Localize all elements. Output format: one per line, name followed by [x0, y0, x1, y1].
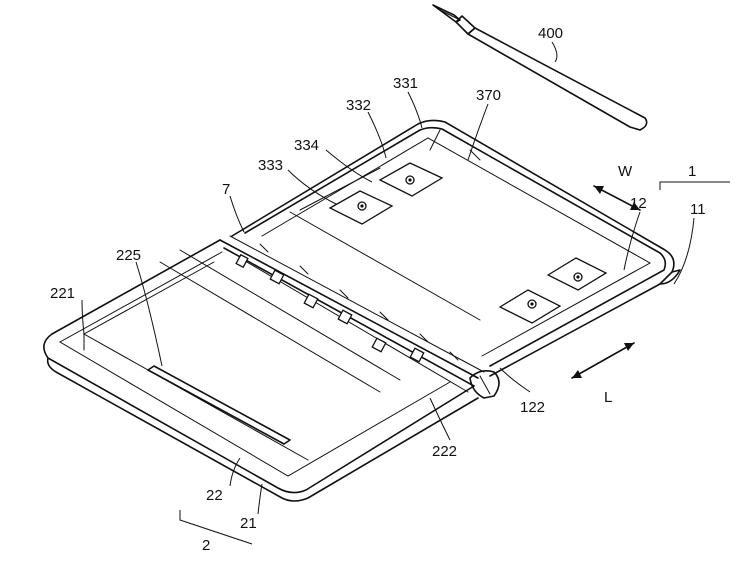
- label-l: L: [604, 389, 612, 406]
- l-direction-arrow: [571, 342, 635, 379]
- label-333: 333: [258, 157, 283, 174]
- label-221: 221: [50, 285, 75, 302]
- label-w: W: [618, 163, 633, 180]
- pad-right-upper: [546, 257, 608, 291]
- leader-lines: [81, 41, 730, 545]
- label-122: 122: [520, 399, 545, 416]
- lower-panel: [43, 239, 479, 502]
- stylus-pen: [432, 4, 648, 131]
- label-332: 332: [346, 97, 371, 114]
- hinge: [219, 235, 500, 399]
- label-12: 12: [630, 195, 647, 212]
- label-2: 2: [202, 537, 210, 554]
- pad-right-lower: [498, 289, 562, 324]
- pad-333: [328, 190, 394, 225]
- label-370: 370: [476, 87, 501, 104]
- upper-panel: [231, 119, 681, 377]
- w-direction-arrow: [593, 185, 641, 211]
- pad-334: [378, 162, 444, 197]
- label-334: 334: [294, 137, 319, 154]
- label-7: 7: [222, 181, 230, 198]
- label-21: 21: [240, 515, 257, 532]
- label-1: 1: [688, 163, 696, 180]
- label-225: 225: [116, 247, 141, 264]
- label-22: 22: [206, 487, 223, 504]
- label-331: 331: [393, 75, 418, 92]
- label-222: 222: [432, 443, 457, 460]
- label-400: 400: [538, 25, 563, 42]
- label-11: 11: [690, 201, 706, 218]
